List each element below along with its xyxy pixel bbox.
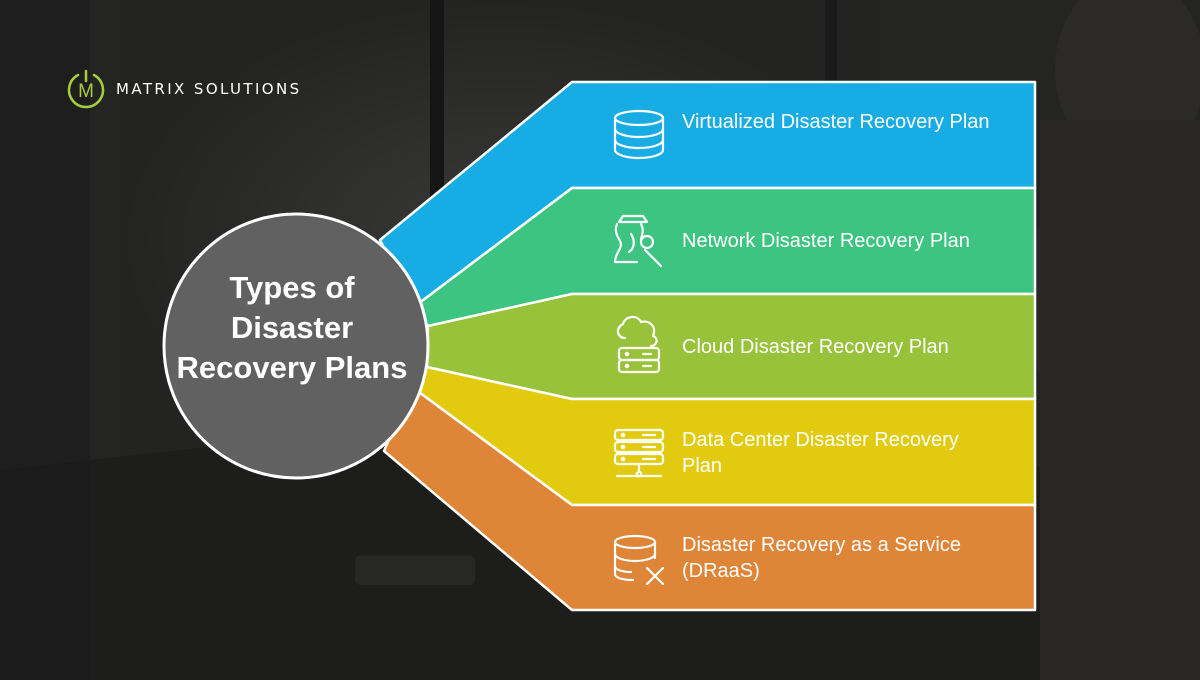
database-error-icon [613,534,665,586]
database-icon [613,109,665,160]
logo-text: MATRIX SOLUTIONS [116,80,302,98]
network-user-icon [613,214,663,268]
logo-mark-icon: M [67,69,105,109]
band-label-virtualized: Virtualized Disaster Recovery Plan [682,111,990,133]
band-label-data-center: Data Center Disaster Recovery Plan [682,429,959,477]
icons-layer [613,109,665,586]
band-label-draas: Disaster Recovery as a Service (DRaaS) [682,534,961,582]
logo-letter: M [78,81,94,102]
bands-layer [378,80,1037,612]
band-label-network: Network Disaster Recovery Plan [682,230,970,252]
center-title: Types of Disaster Recovery Plans [176,270,408,385]
cloud-server-icon [616,315,661,374]
logo: M MATRIX SOLUTIONS [66,69,302,109]
center-circle [162,212,430,480]
data-center-icon [613,428,665,478]
band-label-cloud: Cloud Disaster Recovery Plan [682,336,949,358]
